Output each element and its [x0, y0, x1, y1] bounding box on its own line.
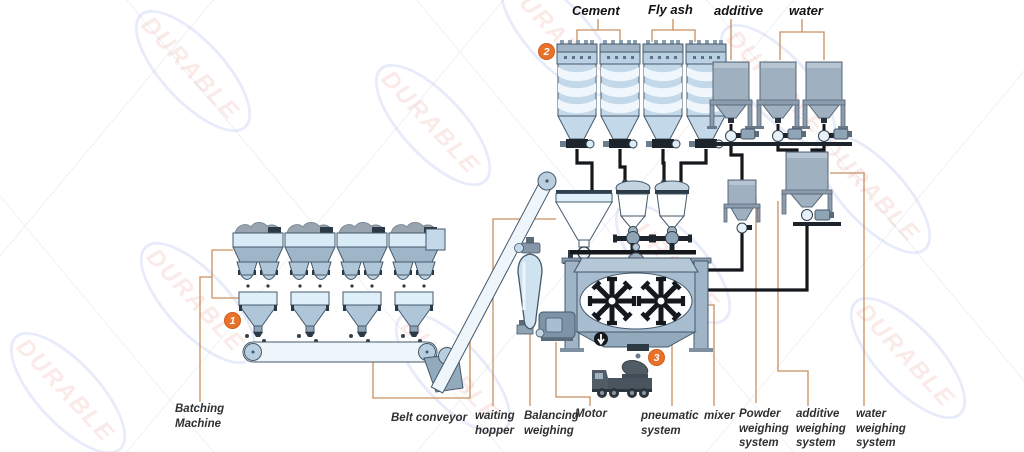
label-line: system — [641, 424, 681, 437]
label-pneumatic-system: pneumatic system — [641, 409, 699, 438]
label-line: Batching — [175, 403, 225, 415]
label-line: Motor — [575, 408, 607, 420]
label-line: weighing — [856, 422, 906, 435]
belt-conveyor-inclined — [423, 171, 557, 394]
pump-valve-unit — [804, 124, 852, 146]
water-tank — [753, 61, 803, 130]
label-line: weighing — [524, 424, 574, 437]
label-mixer: mixer — [704, 409, 735, 424]
additive-water-tanks — [706, 61, 852, 146]
label-line: weighing — [739, 422, 789, 435]
label-water: water — [789, 3, 823, 18]
silo-discharge-pipes — [575, 149, 708, 192]
water-weighing-tank — [781, 151, 841, 226]
label-water-weighing-system: water weighing system — [856, 407, 906, 451]
label-cement: Cement — [572, 3, 620, 18]
label-line: waiting — [475, 410, 515, 422]
belt-conveyor-horizontal — [242, 341, 438, 363]
label-motor: Motor — [575, 407, 607, 422]
label-fly-ash: Fly ash — [648, 2, 693, 17]
label-line: Machine — [175, 417, 222, 430]
label-line: system — [856, 437, 896, 449]
powder-weighing-hoppers — [612, 178, 693, 253]
cement-silo — [556, 39, 598, 149]
label-belt-conveyor: Belt conveyor — [391, 411, 467, 426]
label-line: Belt conveyor — [391, 412, 468, 424]
label-line: Balancing — [524, 410, 579, 422]
label-additive: additive — [714, 3, 764, 18]
step-badge-2: 2 — [538, 43, 555, 60]
label-line: Powder — [739, 408, 781, 420]
step-badge-1: 1 — [224, 312, 241, 329]
label-line: mixer — [704, 410, 735, 422]
mixer-motor — [516, 311, 576, 341]
powder-weigh-hopper — [612, 178, 654, 253]
label-line: pneumatic — [641, 410, 699, 422]
balancing-weighing-vessel — [514, 237, 543, 330]
label-additive-weighing-system: additive weighing system — [796, 407, 846, 451]
mixer-paddle-wheel — [590, 279, 634, 323]
water-tank — [799, 61, 849, 130]
batching-machine — [232, 221, 440, 344]
aggregate-bin-module — [284, 221, 336, 344]
conveyor-control-box — [425, 228, 446, 251]
label-waiting-hopper: waiting hopper — [475, 409, 515, 438]
label-balancing-weighing: Balancing weighing — [524, 409, 579, 438]
powder-weigh-hopper — [651, 178, 693, 253]
label-line: system — [739, 437, 779, 449]
mixer-feed-platform — [570, 250, 696, 255]
label-batching-machine: Batching Machine — [175, 402, 224, 431]
label-line: hopper — [475, 424, 514, 437]
mixer-paddle-wheel — [639, 279, 683, 323]
label-line: additive — [796, 408, 840, 420]
label-line: system — [796, 437, 836, 449]
step-badge-3: 3 — [648, 349, 665, 366]
cement-flyash-silos — [556, 39, 727, 149]
aggregate-bin-module — [232, 221, 284, 344]
additive-weighing-tank — [723, 179, 761, 234]
label-line: water — [856, 408, 887, 420]
pump-valve-unit — [711, 124, 759, 146]
flyash-silo — [642, 39, 684, 149]
additive-tank — [706, 61, 756, 130]
mixer-truck — [592, 360, 652, 398]
mixer-unit — [560, 243, 713, 370]
label-powder-weighing-system: Powder weighing system — [739, 407, 789, 451]
pump-valve-unit — [758, 124, 806, 146]
label-line: weighing — [796, 422, 846, 435]
cement-silo — [599, 39, 641, 149]
